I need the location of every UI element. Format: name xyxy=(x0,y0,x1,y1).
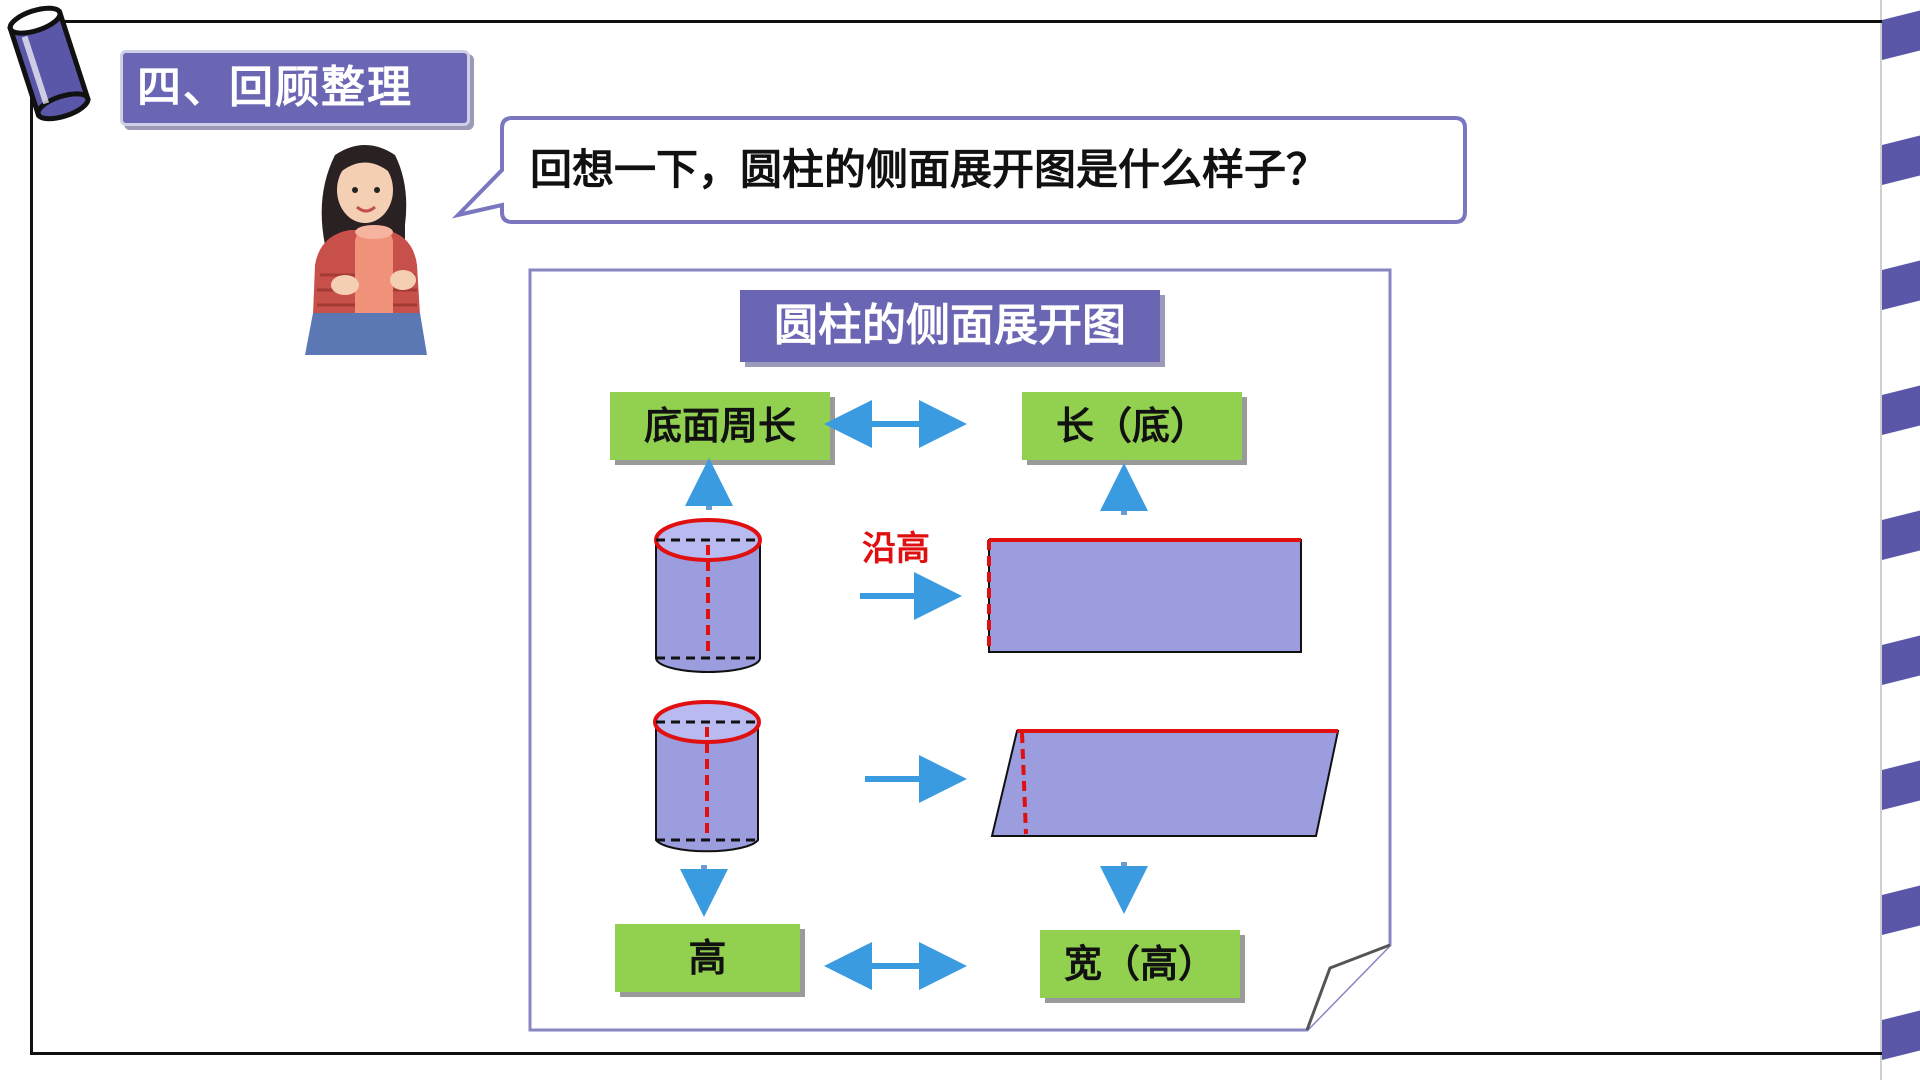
cylinder-can-icon xyxy=(7,5,91,122)
slide-frame xyxy=(30,20,1882,1055)
height-box: 高 xyxy=(615,924,800,992)
speech-bubble xyxy=(451,116,1467,224)
girl-illustration xyxy=(305,145,427,355)
base-circumference-box: 底面周长 xyxy=(610,392,830,460)
cut-along-height-label: 沿高 xyxy=(862,529,930,569)
panel-title: 圆柱的侧面展开图 xyxy=(740,290,1160,362)
speech-bubble-text: 回想一下，圆柱的侧面展开图是什么样子？ xyxy=(530,145,1329,194)
length-box: 长（底） xyxy=(1022,392,1242,460)
width-box: 宽（高） xyxy=(1040,930,1240,998)
section-title-tab: 四、回顾整理 xyxy=(120,50,470,126)
stripe-pattern xyxy=(1882,10,1920,1060)
right-decorative-strip xyxy=(1880,0,1920,1080)
